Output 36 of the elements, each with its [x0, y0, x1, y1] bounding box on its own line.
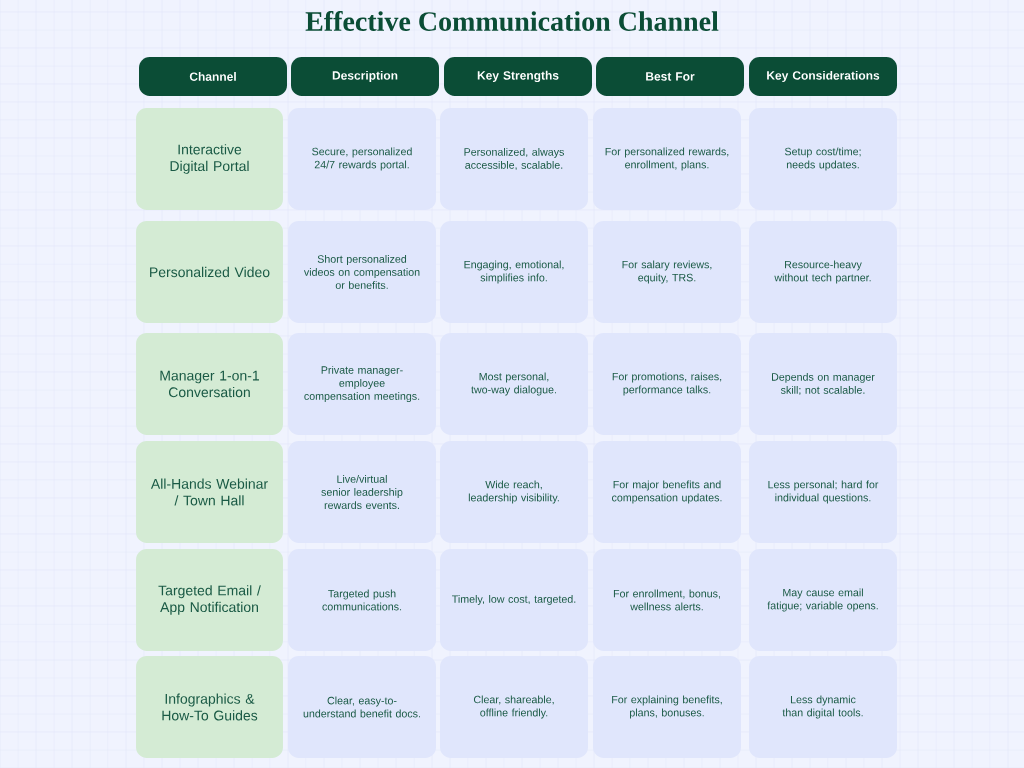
- table-cell: Wide reach, leadership visibility.: [440, 441, 588, 543]
- title: Effective Communication Channel: [305, 10, 719, 31]
- table-cell: Personalized, always accessible, scalable.: [440, 108, 588, 210]
- channel-cell: Interactive Digital Portal: [136, 108, 283, 210]
- table-cell: Setup cost/time; needs updates.: [749, 108, 897, 210]
- table-cell: Clear, shareable, offline friendly.: [440, 656, 588, 758]
- table-cell: Less dynamic than digital tools.: [749, 656, 897, 758]
- column-header: Description: [291, 57, 439, 96]
- column-header: Channel: [139, 57, 287, 96]
- table-cell: Depends on manager skill; not scalable.: [749, 333, 897, 435]
- table-cell: For major benefits and compensation updates.: [593, 441, 741, 543]
- column-header: Best For: [596, 57, 744, 96]
- table-cell: Secure, personalized 24/7 rewards portal.: [288, 108, 436, 210]
- channel-cell: Personalized Video: [136, 221, 283, 323]
- table-cell: For explaining benefits, plans, bonuses.: [593, 656, 741, 758]
- channel-cell: Targeted Email / App Notification: [136, 549, 283, 651]
- table-cell: For salary reviews, equity, TRS.: [593, 221, 741, 323]
- table-cell: Live/virtual senior leadership rewards events.: [288, 441, 436, 543]
- table-cell: Resource-heavy without tech partner.: [749, 221, 897, 323]
- channel-cell: All-Hands Webinar / Town Hall: [136, 441, 283, 543]
- table-cell: Timely, low cost, targeted.: [440, 549, 588, 651]
- table-cell: Engaging, emotional, simplifies info.: [440, 221, 588, 323]
- column-header: Key Strengths: [444, 57, 592, 96]
- table-cell: Less personal; hard for individual questions.: [749, 441, 897, 543]
- table-cell: Private manager-employee compensation meetings.: [288, 333, 436, 435]
- table-cell: Clear, easy-to-understand benefit docs.: [288, 656, 436, 758]
- channel-cell: Manager 1-on-1 Conversation: [136, 333, 283, 435]
- column-header: Key Considerations: [749, 57, 897, 96]
- table-cell: For promotions, raises, performance talks.: [593, 333, 741, 435]
- table-cell: For personalized rewards, enrollment, plans.: [593, 108, 741, 210]
- table-cell: May cause email fatigue; variable opens.: [749, 549, 897, 651]
- channel-cell: Infographics & How-To Guides: [136, 656, 283, 758]
- table-cell: Targeted push communications.: [288, 549, 436, 651]
- table-cell: Short personalized videos on compensation or benefits.: [288, 221, 436, 323]
- table-cell: For enrollment, bonus, wellness alerts.: [593, 549, 741, 651]
- table-cell: Most personal, two-way dialogue.: [440, 333, 588, 435]
